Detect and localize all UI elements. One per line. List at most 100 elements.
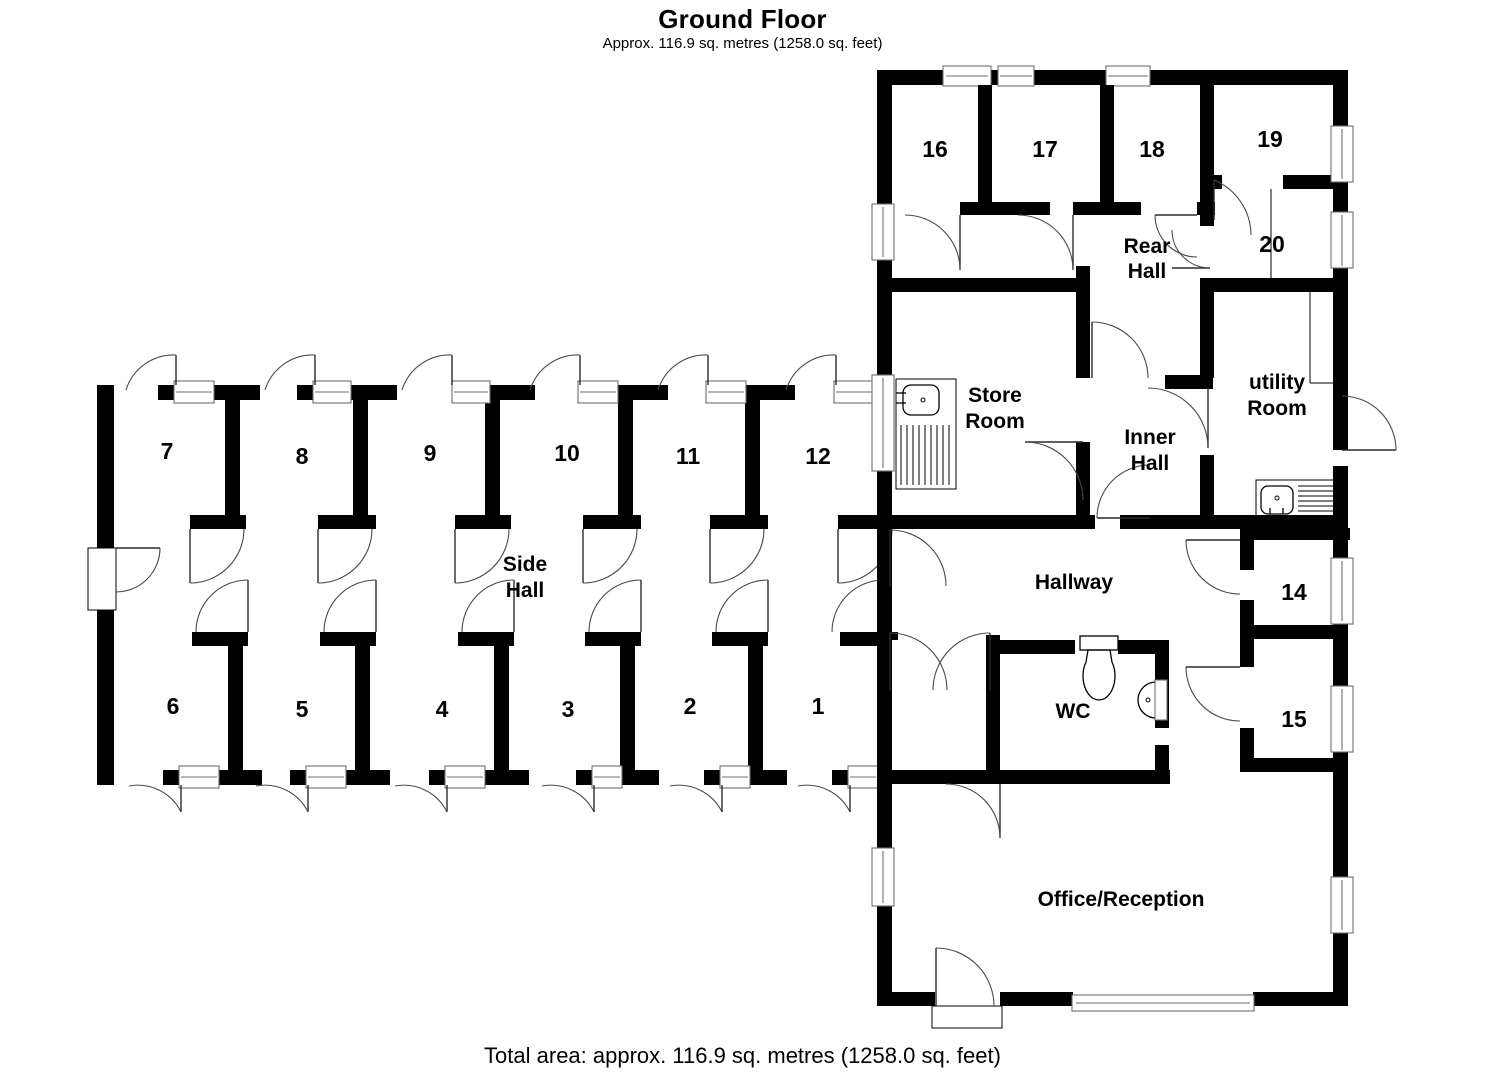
plan-footer-block: Total area: approx. 116.9 sq. metres (12… <box>0 1043 1485 1069</box>
wall-room5-north <box>320 632 376 646</box>
wall-div-18-19 <box>1200 85 1214 218</box>
door-room-19[interactable] <box>1213 179 1252 236</box>
door-room-8[interactable] <box>317 528 373 584</box>
label-inner-hall-line1: Inner <box>1124 426 1175 449</box>
wall-main-east-b <box>1333 180 1348 215</box>
room-label-4: 4 <box>436 696 449 722</box>
door-room-18[interactable] <box>1154 214 1198 258</box>
door-room-4[interactable] <box>461 579 515 633</box>
label-store-room-line1: Store <box>968 384 1022 407</box>
wall-room15-south <box>1240 758 1348 772</box>
door-room-1[interactable] <box>831 579 885 633</box>
door-ext-8[interactable] <box>264 354 316 391</box>
wall-room3-north <box>585 632 641 646</box>
wall-div-17-18 <box>1100 85 1114 215</box>
wall-left-exterior-lower <box>97 622 114 785</box>
door-room-7[interactable] <box>189 528 245 584</box>
entrance-porch <box>87 535 117 622</box>
door-office-entrance[interactable] <box>931 947 1003 1029</box>
door-lobby-left[interactable] <box>889 632 948 691</box>
window-east-office <box>1330 876 1354 934</box>
door-ext-12[interactable] <box>785 354 837 391</box>
page-title: Ground Floor <box>658 4 827 34</box>
wall-north-seg-f <box>487 385 535 400</box>
door-room-3[interactable] <box>588 579 642 633</box>
window-east-19a <box>1330 125 1354 183</box>
wall-south-seg-c <box>290 770 308 785</box>
room-label-17: 17 <box>1032 136 1058 162</box>
plan-header: Ground Floor Approx. 116.9 sq. metres (1… <box>0 4 1485 53</box>
door-room-15[interactable] <box>1185 666 1241 722</box>
room-label-18: 18 <box>1139 136 1165 162</box>
door-inner-hall-south[interactable] <box>1096 464 1151 519</box>
door-room-9[interactable] <box>454 528 510 584</box>
door-room-5[interactable] <box>323 579 377 633</box>
door-utility-east[interactable] <box>1341 395 1397 451</box>
wall-south-seg-j <box>749 770 787 785</box>
wall-room1-north <box>840 632 884 646</box>
door-room-20[interactable] <box>1171 229 1211 269</box>
wall-office-south-a <box>877 992 935 1006</box>
wall-south-seg-f <box>484 770 529 785</box>
door-ext-4[interactable] <box>394 784 448 813</box>
door-room-14[interactable] <box>1185 539 1241 595</box>
door-room-2[interactable] <box>715 579 769 633</box>
door-ext-10[interactable] <box>529 354 581 391</box>
wall-main-north-c <box>1032 70 1108 85</box>
door-ext-3[interactable] <box>541 784 595 813</box>
door-room-6[interactable] <box>195 579 249 633</box>
wall-main-west-a <box>877 70 892 205</box>
window-east-19b <box>1330 211 1354 269</box>
room-label-3: 3 <box>562 696 575 722</box>
door-room-16[interactable] <box>904 214 961 271</box>
door-ext-9[interactable] <box>401 354 453 391</box>
door-store-room[interactable] <box>1024 441 1084 501</box>
door-ext-7[interactable] <box>125 354 177 391</box>
door-ext-6[interactable] <box>128 784 182 813</box>
door-ext-2[interactable] <box>669 784 723 813</box>
door-room-17[interactable] <box>1017 214 1074 271</box>
wall-div-6-5 <box>228 645 243 775</box>
room-name-labels: Rear Hall Store Room Inner Hall utility … <box>503 235 1307 911</box>
label-utility-room-line1: utility <box>1249 371 1305 394</box>
wall-main-west-d <box>877 530 892 634</box>
room-label-8: 8 <box>296 443 309 469</box>
utility-sink <box>1255 479 1339 521</box>
wall-left-exterior-upper <box>97 385 114 535</box>
door-ext-5[interactable] <box>255 784 309 813</box>
wall-main-north-b <box>990 70 1000 85</box>
window-west-upper <box>871 203 895 261</box>
label-side-hall-line2: Hall <box>506 579 545 602</box>
door-utility-room[interactable] <box>1147 387 1209 449</box>
wall-room2-north <box>712 632 768 646</box>
wall-north-seg-c <box>297 385 315 400</box>
wall-south-seg-a <box>163 770 181 785</box>
store-room-radiator <box>895 378 957 490</box>
window-room16-north <box>942 65 992 87</box>
wall-room17-south <box>1073 202 1141 215</box>
room-label-14: 14 <box>1281 579 1307 605</box>
door-rear-hall-inner[interactable] <box>1091 321 1149 379</box>
wall-main-west-e <box>877 632 892 792</box>
door-ext-1[interactable] <box>797 784 851 813</box>
wall-div-14-15 <box>1240 625 1348 639</box>
total-area-text: Total area: approx. 116.9 sq. metres (12… <box>484 1043 1001 1068</box>
door-room-11[interactable] <box>709 528 765 584</box>
door-lobby-right[interactable] <box>932 632 991 691</box>
door-ext-11[interactable] <box>657 354 709 391</box>
page-subtitle: Approx. 116.9 sq. metres (1258.0 sq. fee… <box>602 35 883 52</box>
door-wc[interactable] <box>945 783 1001 839</box>
wall-room7-south <box>190 515 246 529</box>
door-room-10[interactable] <box>582 528 638 584</box>
window-north-9 <box>451 380 491 404</box>
door-hallway-north[interactable] <box>889 529 947 587</box>
wall-room10-south <box>583 515 641 529</box>
wall-room8-south <box>318 515 376 529</box>
window-east-15 <box>1330 685 1354 753</box>
window-south-1 <box>847 765 879 789</box>
wc-toilet <box>1079 635 1119 701</box>
wall-south-seg-g <box>576 770 594 785</box>
label-utility-room-line2: Room <box>1247 397 1307 420</box>
